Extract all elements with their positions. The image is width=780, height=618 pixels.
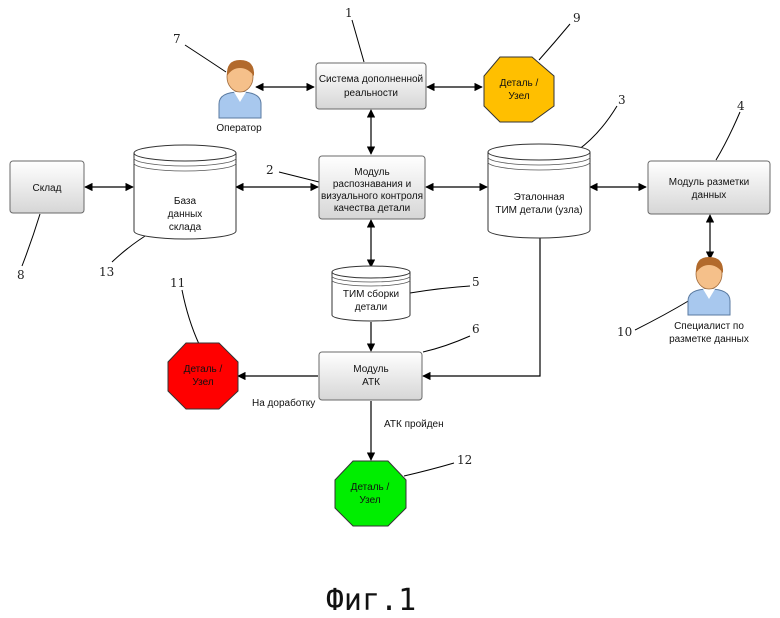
markup-line-2: данных [692, 190, 727, 201]
ref-12: 12 [457, 453, 472, 467]
node-part-yellow: Деталь / Узел [484, 57, 554, 122]
part-green-line-2: Узел [359, 495, 380, 506]
svg-text:Специалист поразметке данных: Специалист по разметке данных [669, 321, 749, 345]
ref-7: 7 [173, 32, 181, 46]
node-bim-assembly: ТИМ сборки детали [332, 266, 410, 321]
edge-label-rework: На доработку [252, 397, 315, 409]
markup-line-1: Модуль разметки [669, 177, 749, 188]
specialist-person-icon [688, 257, 730, 315]
leader-2 [279, 172, 319, 182]
leader-9 [539, 24, 570, 60]
leader-3 [578, 106, 617, 150]
db-line-2: данных [168, 209, 203, 220]
ref-3: 3 [618, 93, 626, 107]
ref-6: 6 [472, 322, 480, 336]
warehouse-label: Склад [33, 183, 62, 194]
ref-4: 4 [737, 99, 745, 113]
part-green-line-1: Деталь / [351, 482, 390, 493]
specialist-line-1: Специалист по [674, 321, 744, 332]
leader-13 [112, 233, 150, 262]
recog-line-3: визуального контроля [321, 191, 423, 202]
db-line-1: База [174, 196, 197, 207]
leader-8 [22, 214, 40, 266]
ref-11: 11 [170, 276, 185, 290]
part-red-line-1: Деталь / [184, 364, 223, 375]
node-atk-module: МодульАТК [319, 352, 422, 400]
node-part-red: Деталь / Узел [168, 343, 238, 409]
leader-6 [423, 336, 470, 352]
node-part-green: Деталь / Узел [335, 461, 406, 526]
ref-1: 1 [345, 6, 353, 20]
node-ar-system: Система дополненной реальности [316, 63, 426, 109]
leader-11 [182, 290, 199, 344]
leader-7 [185, 45, 226, 72]
ref-8: 8 [17, 268, 25, 282]
operator-person-icon [219, 60, 261, 118]
ar-line-1: Система дополненной [319, 74, 423, 85]
recog-line-1: Модуль [354, 167, 389, 178]
bimassy-line-1: ТИМ сборки [343, 288, 399, 300]
leader-1 [352, 20, 364, 62]
edge-bimref-atk [423, 237, 540, 376]
leader-12 [404, 463, 454, 476]
recog-line-4: качества детали [334, 203, 410, 214]
ref-5: 5 [472, 275, 480, 289]
leader-4 [716, 112, 740, 160]
node-recognition-module: Модульраспознавания ивизуального контрол… [319, 156, 425, 219]
ref-13: 13 [99, 265, 114, 279]
bimassy-line-2: детали [355, 302, 388, 313]
part-red-line-2: Узел [192, 377, 213, 388]
atk-line-1: Модуль [353, 364, 388, 375]
ar-line-2: реальности [344, 88, 398, 99]
specialist-line-2: разметке данных [669, 334, 749, 345]
recog-line-2: распознавания и [333, 179, 411, 190]
edge-label-passed: АТК пройден [384, 419, 444, 430]
ref-10: 10 [617, 325, 632, 339]
figure-caption: Фиг.1 [326, 583, 416, 618]
part-yellow-line-1: Деталь / [500, 78, 539, 89]
part-yellow-line-2: Узел [508, 91, 529, 102]
node-warehouse-db: База данных склада [134, 145, 236, 239]
node-bim-reference: ЭталоннаяТИМ детали (узла) [488, 144, 590, 238]
node-markup-module: Модуль разметки данных [648, 161, 770, 214]
ref-2: 2 [266, 163, 274, 177]
bimref-line-1: Эталонная [514, 192, 565, 203]
db-line-3: склада [169, 222, 202, 233]
node-warehouse: Склад [10, 161, 84, 213]
atk-line-2: АТК [362, 377, 380, 388]
operator-label: Оператор [216, 123, 262, 134]
ref-9: 9 [573, 11, 581, 25]
bimref-line-2: ТИМ детали (узла) [495, 205, 582, 216]
leader-5 [410, 286, 470, 293]
